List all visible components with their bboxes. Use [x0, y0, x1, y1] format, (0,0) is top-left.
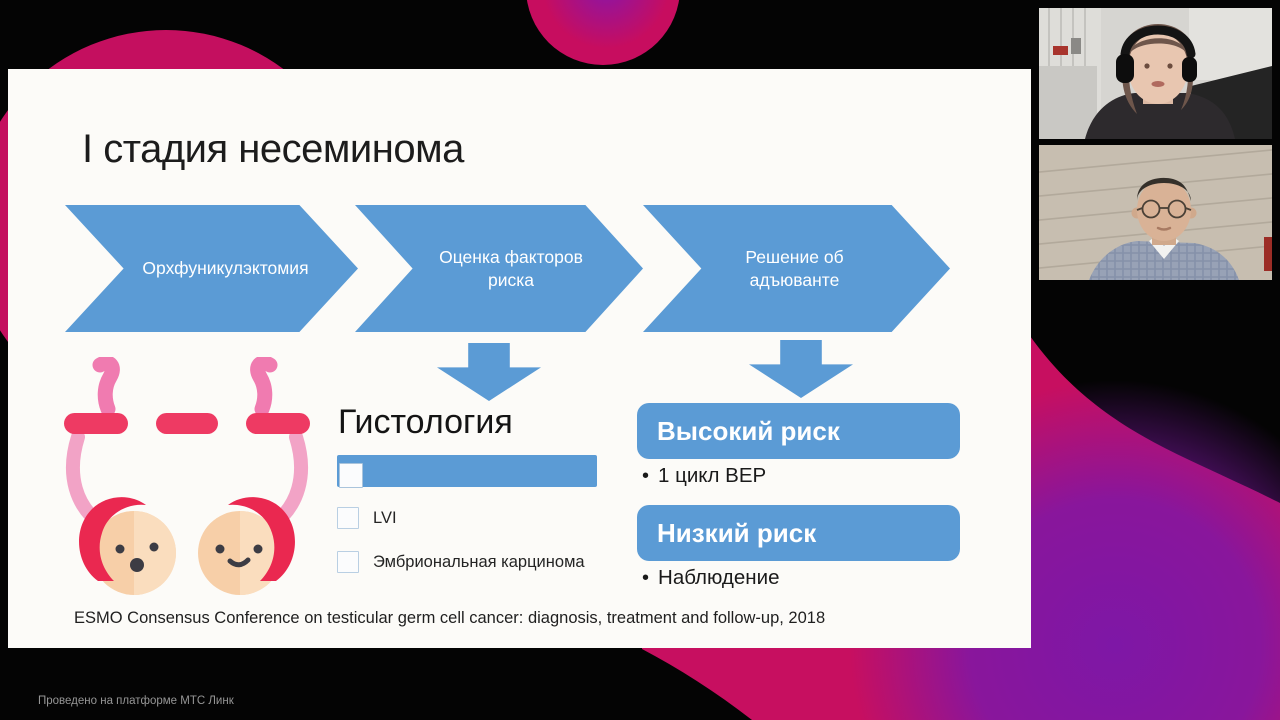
low-risk-title: Низкий риск — [657, 517, 817, 548]
bullet-icon: • — [642, 464, 650, 487]
down-arrow-icon — [437, 343, 541, 401]
down-arrow-icon — [749, 340, 853, 398]
background-red-object — [1053, 46, 1068, 55]
flow-step-label: Решение об адъюванте — [745, 246, 844, 290]
testes-illustration — [64, 357, 310, 595]
flow-step-risk-assessment: Оценка факторов риска — [355, 205, 643, 332]
platform-caption: Проведено на платформе МТС Линк — [38, 695, 234, 707]
low-risk-bullet: • Наблюдение — [642, 566, 779, 590]
bullet-icon: • — [642, 566, 650, 589]
high-risk-box: Высокий риск — [637, 403, 960, 459]
background-red-object — [1264, 237, 1272, 271]
high-risk-bullet: • 1 цикл BEP — [642, 464, 766, 488]
histology-heading: Гистология — [338, 403, 513, 441]
checkbox-label-embryonal-carcinoma: Эмбриональная карцинома — [373, 553, 585, 571]
blob-top-middle — [526, 0, 680, 65]
low-risk-box: Низкий риск — [637, 505, 960, 561]
speaker-1-person — [1085, 24, 1235, 139]
highlighted-item-bar — [337, 455, 597, 487]
flow-step-orchiectomy: Орхфуникулэктомия — [65, 205, 358, 332]
video-tile-speaker-2[interactable] — [1039, 145, 1272, 280]
glasses — [1136, 199, 1192, 219]
slide-citation: ESMO Consensus Conference on testicular … — [74, 609, 826, 627]
speaker-2-person — [1089, 177, 1239, 280]
presentation-slide: I стадия несеминома Орхфуникулэктомия Оц… — [8, 69, 1031, 648]
flow-step-label: Орхфуникулэктомия — [142, 258, 309, 278]
slide-title: I стадия несеминома — [82, 127, 464, 171]
high-risk-bullet-text: 1 цикл BEP — [658, 464, 767, 487]
flow-step-label: Оценка факторов риска — [439, 246, 583, 290]
video-tile-speaker-1[interactable] — [1039, 8, 1272, 139]
checkbox-highlighted-item[interactable] — [339, 463, 363, 488]
high-risk-title: Высокий риск — [657, 415, 840, 446]
checkbox-embryonal-carcinoma[interactable] — [337, 551, 359, 573]
headphones — [1120, 25, 1196, 59]
checkbox-label-lvi: LVI — [373, 509, 397, 527]
low-risk-bullet-text: Наблюдение — [658, 566, 780, 589]
checkbox-lvi[interactable] — [337, 507, 359, 529]
flow-step-adjuvant-decision: Решение об адъюванте — [643, 205, 950, 332]
